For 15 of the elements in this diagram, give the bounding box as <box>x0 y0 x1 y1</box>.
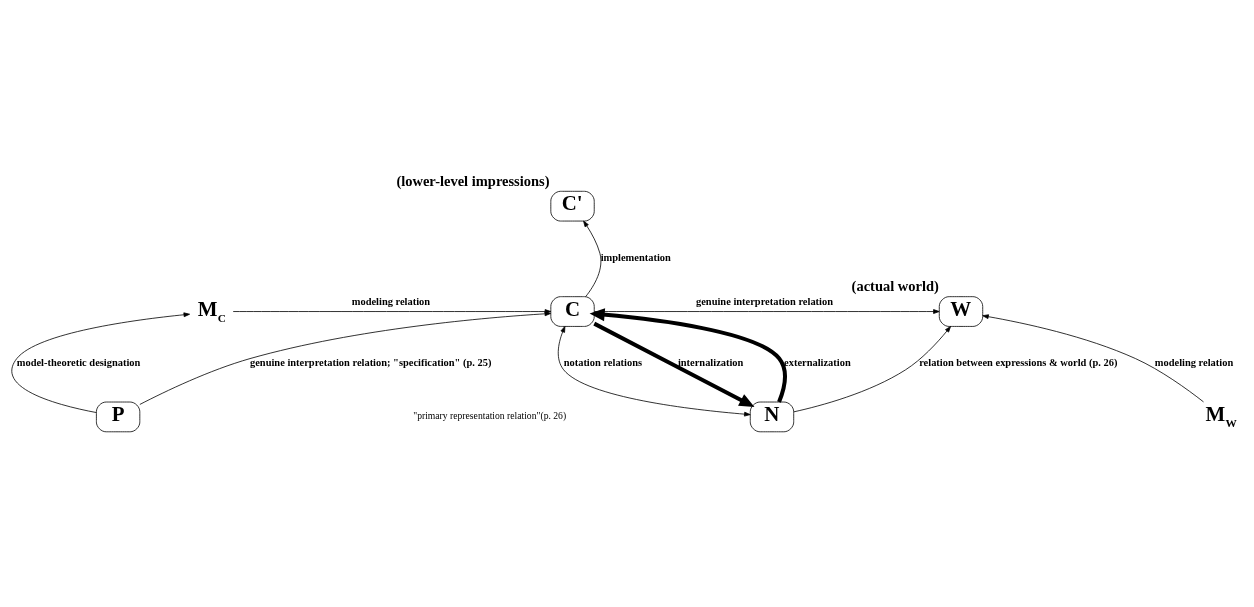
node-text: M$_{W}$ <box>1205 402 1237 430</box>
node-text: M$_{C}$ <box>197 296 226 324</box>
edge-label: genuine interpretation relation; "specification" (p. 25) <box>250 357 492 369</box>
edge-label: modeling relation <box>351 296 431 308</box>
node-label: (lower-level impressions) <box>396 172 550 189</box>
label: "primary representation relation"(p. 26) <box>413 410 567 422</box>
edge-label: notation relations <box>563 357 643 369</box>
node-label: (actual world) <box>851 278 939 295</box>
edge-label: implementation <box>600 251 671 263</box>
edge-label: model-theoretic designation <box>16 357 141 369</box>
edge-label: modeling relation <box>1154 357 1234 369</box>
edge-label: genuine interpretation relation <box>695 296 834 308</box>
edge-label: internalization <box>677 357 744 369</box>
edge-label: externalization <box>784 357 851 369</box>
edge-label: relation between expressions & world (p. 26) <box>919 357 1118 369</box>
